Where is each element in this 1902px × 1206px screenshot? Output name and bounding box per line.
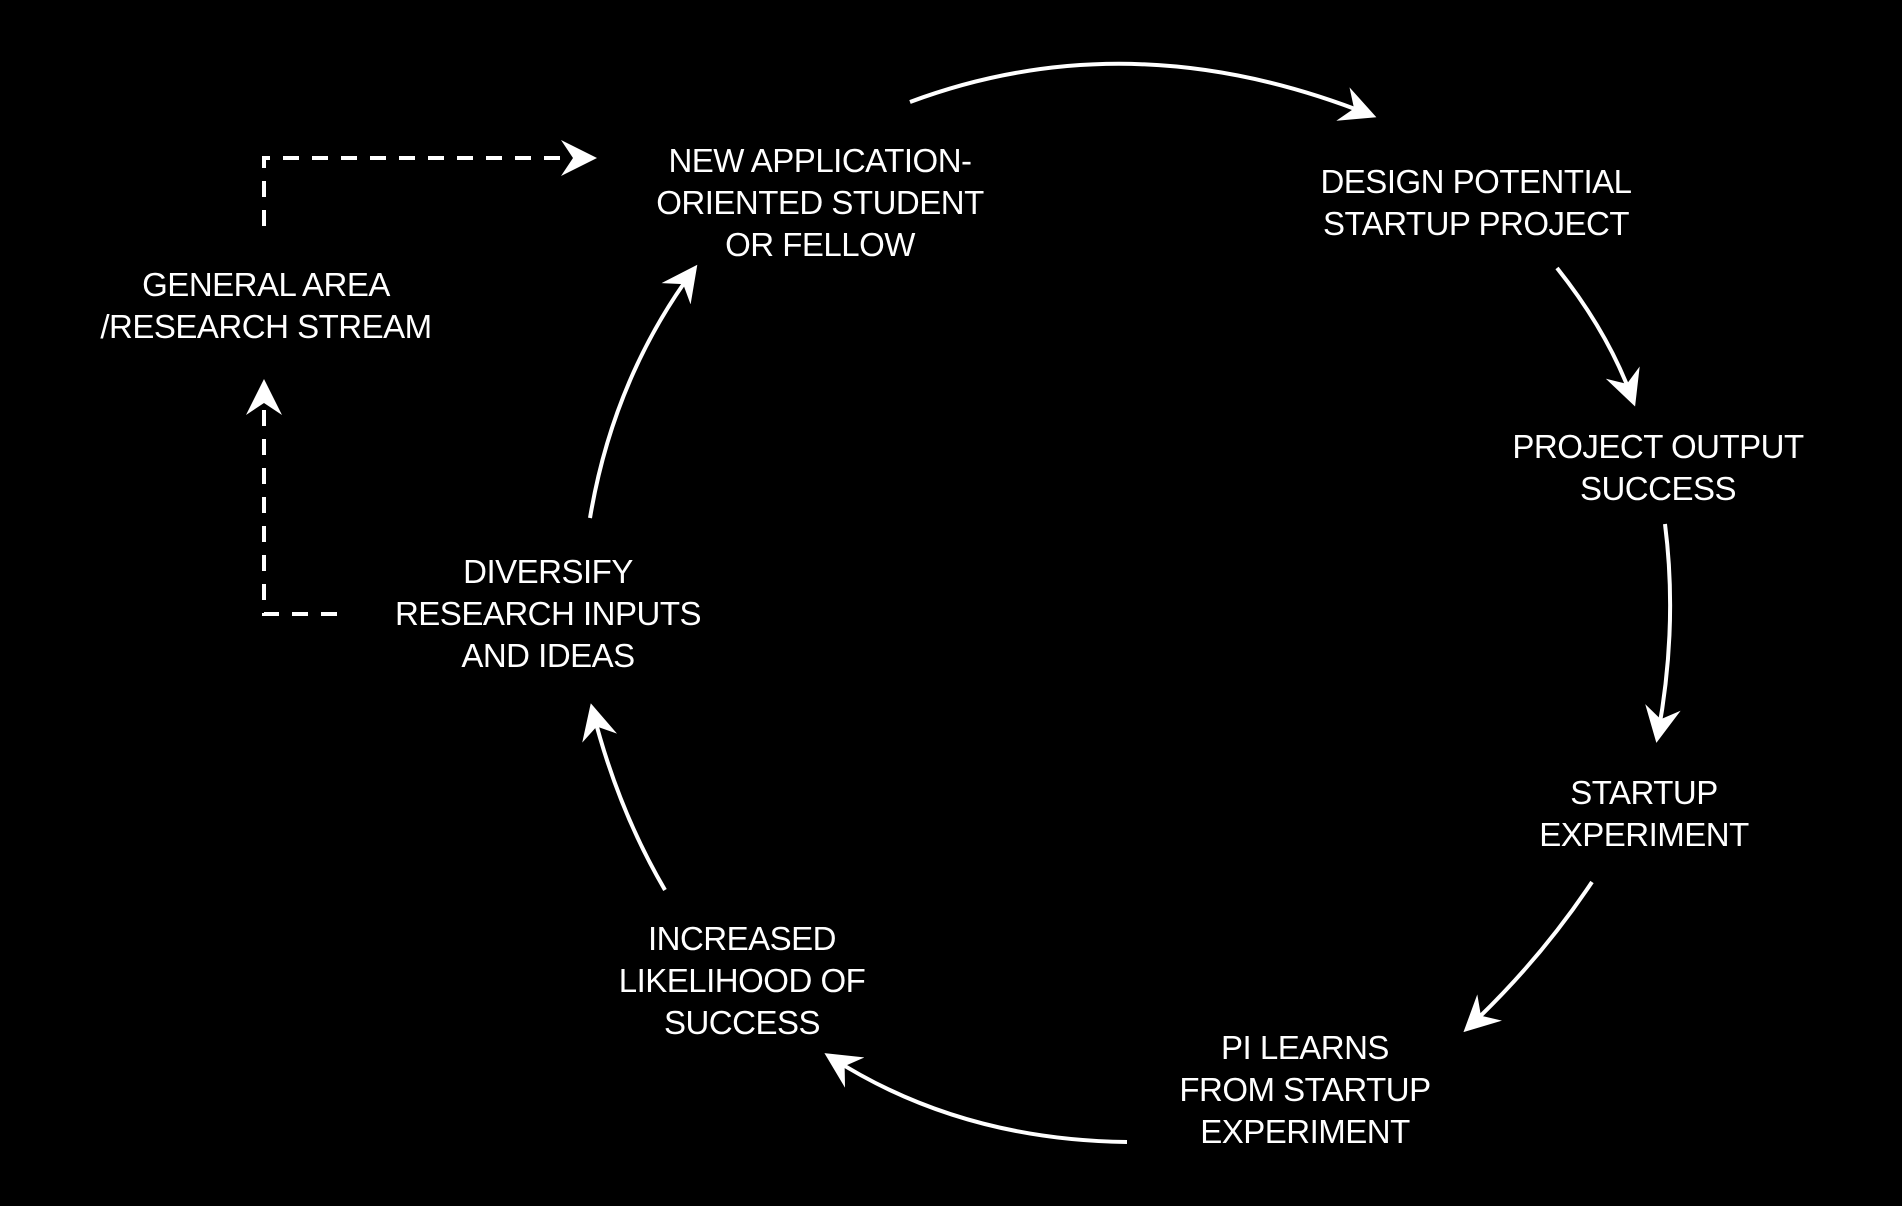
node-increased-likelihood-line-3: SUCCESS [663,1004,821,1041]
node-output-success-line-1: PROJECT OUTPUT [1512,428,1804,465]
node-increased-likelihood: INCREASED LIKELIHOOD OF SUCCESS [619,918,866,1044]
node-increased-likelihood-line-2: LIKELIHOOD OF [618,962,866,999]
node-diversify-line-1: DIVERSIFY [463,553,633,590]
node-general-area-line-2: /RESEARCH STREAM [100,308,432,345]
arrow-design-to-output [1555,266,1640,407]
node-new-student-line-3: OR FELLOW [725,226,915,263]
node-startup-experiment-line-1: STARTUP [1570,774,1718,811]
node-increased-likelihood-line-1: INCREASED [647,920,837,957]
node-diversify-line-3: AND IDEAS [461,637,635,674]
node-design-project-line-2: STARTUP PROJECT [1322,205,1630,242]
node-output-success: PROJECT OUTPUT SUCCESS [1512,426,1804,510]
node-design-project: DESIGN POTENTIAL STARTUP PROJECT [1320,161,1632,245]
node-pi-learns-line-3: EXPERIMENT [1200,1113,1410,1150]
node-diversify: DIVERSIFY RESEARCH INPUTS AND IDEAS [394,551,702,677]
arrow-experiment-to-pi [1463,880,1594,1033]
node-output-success-line-2: SUCCESS [1579,470,1737,507]
dashed-diversify-to-general [246,379,337,616]
node-pi-learns-line-2: FROM STARTUP [1179,1071,1431,1108]
node-design-project-line-1: DESIGN POTENTIAL [1320,163,1632,200]
node-new-student-line-1: NEW APPLICATION- [668,142,972,179]
arrow-pi-to-likelihood [824,1053,1128,1144]
dashed-general-to-student [262,140,597,226]
node-general-area: GENERAL AREA /RESEARCH STREAM [100,264,432,348]
node-startup-experiment-line-2: EXPERIMENT [1539,816,1749,853]
node-diversify-line-2: RESEARCH INPUTS [394,595,702,632]
node-new-student-line-2: ORIENTED STUDENT [656,184,984,221]
node-startup-experiment: STARTUP EXPERIMENT [1539,772,1749,856]
arrow-likelihood-to-diversify [582,703,667,892]
node-pi-learns: PI LEARNS FROM STARTUP EXPERIMENT [1179,1027,1431,1153]
node-new-student: NEW APPLICATION- ORIENTED STUDENT OR FEL… [656,140,984,266]
arrow-output-to-experiment [1645,523,1681,743]
node-pi-learns-line-1: PI LEARNS [1221,1029,1389,1066]
arrow-diversify-to-student [588,264,698,519]
arrow-student-to-design [909,61,1377,121]
node-general-area-line-1: GENERAL AREA [142,266,390,303]
